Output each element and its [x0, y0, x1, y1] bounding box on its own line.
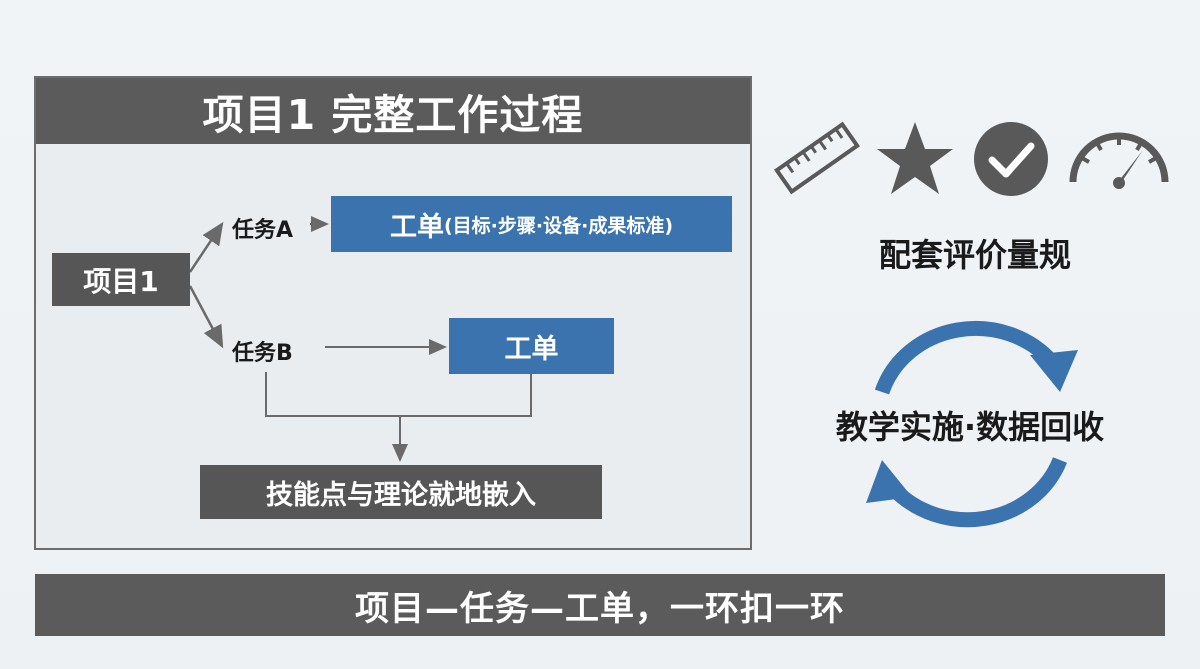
star-icon	[877, 122, 953, 194]
task-b-label: 任务B	[232, 341, 293, 366]
gauge-icon	[1069, 132, 1169, 189]
branch-line-task-b	[188, 285, 224, 349]
merge-bracket	[265, 372, 532, 417]
bottom-banner-text: 项目—任务—工单，一环扣一环	[355, 588, 845, 629]
panel-title: 项目1 完整工作过程	[202, 91, 584, 139]
bottom-banner: 项目—任务—工单，一环扣一环	[35, 574, 1165, 636]
rubric-label: 配套评价量规	[878, 236, 1071, 274]
workorder-a-main: 工单	[389, 211, 444, 243]
ruler-icon	[773, 121, 861, 195]
check-circle-icon	[974, 122, 1048, 196]
cycle-arrows-icon	[866, 320, 1078, 528]
branch-line-task-a	[188, 221, 224, 273]
workorder-a-box: 工单(目标·步骤·设备·成果标准)	[331, 196, 732, 252]
skills-box: 技能点与理论就地嵌入	[200, 465, 602, 519]
workorder-a-detail: (目标·步骤·设备·成果标准)	[443, 214, 674, 237]
panel-header: 项目1 完整工作过程	[36, 78, 750, 144]
task-a-label: 任务A	[232, 218, 294, 243]
project-box: 项目1	[52, 253, 190, 306]
cycle-label: 教学实施·数据回收	[835, 408, 1105, 446]
workorder-b-box: 工单	[449, 318, 614, 374]
